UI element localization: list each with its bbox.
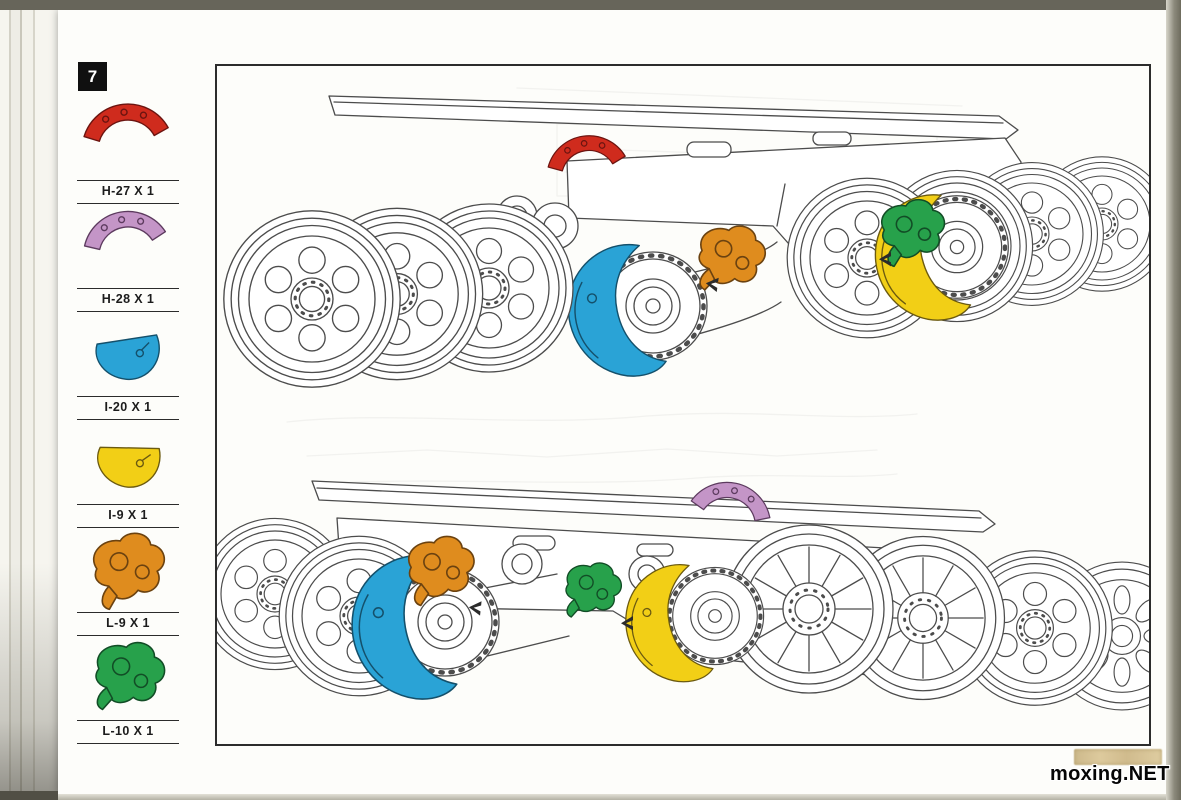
upper-assembly (222, 95, 1149, 389)
part-label: L-9 X 1 (77, 612, 179, 636)
part-label: I-9 X 1 (77, 504, 179, 528)
road-wheel (222, 209, 402, 389)
upper-fender (328, 95, 1019, 140)
lower-assembly (217, 474, 1149, 711)
step-number: 7 (87, 66, 98, 86)
part-item-l10: L-10 X 1 (77, 636, 179, 744)
step-number-badge: 7 (78, 62, 107, 91)
scanner-background-band (0, 0, 1181, 10)
part-item-l9: L-9 X 1 (77, 528, 179, 636)
fender-arc-part-icon (80, 99, 170, 144)
page-bottom-edge-shadow (58, 794, 1166, 800)
part-item-i20: I-20 X 1 (77, 312, 179, 420)
lower-fender (311, 480, 996, 533)
part-label: H-27 X 1 (77, 180, 179, 204)
parts-list: H-27 X 1 H-28 X 1 I-20 X 1 (77, 96, 179, 744)
page-right-edge-shadow (1166, 0, 1181, 800)
book-page-edges (0, 10, 58, 800)
assembly-diagram (217, 87, 1149, 711)
part-label: I-20 X 1 (77, 396, 179, 420)
part-item-i9: I-9 X 1 (77, 420, 179, 528)
bracket-part-icon (92, 639, 168, 715)
fender-arc-part-icon (79, 204, 168, 253)
watermark-text: moxing.NET (1050, 763, 1170, 785)
part-label: L-10 X 1 (77, 720, 179, 744)
part-item-h27: H-27 X 1 (77, 96, 179, 204)
bracket-part-icon (89, 528, 172, 612)
mudguard-part-icon (94, 441, 162, 491)
part-label: H-28 X 1 (77, 288, 179, 312)
part-item-h28: H-28 X 1 (77, 204, 179, 312)
assembly-diagram-frame (215, 64, 1151, 746)
mudguard-part-icon (94, 334, 163, 383)
bottom-left-shadow (0, 791, 58, 800)
watermark-logo-box (1074, 749, 1162, 765)
